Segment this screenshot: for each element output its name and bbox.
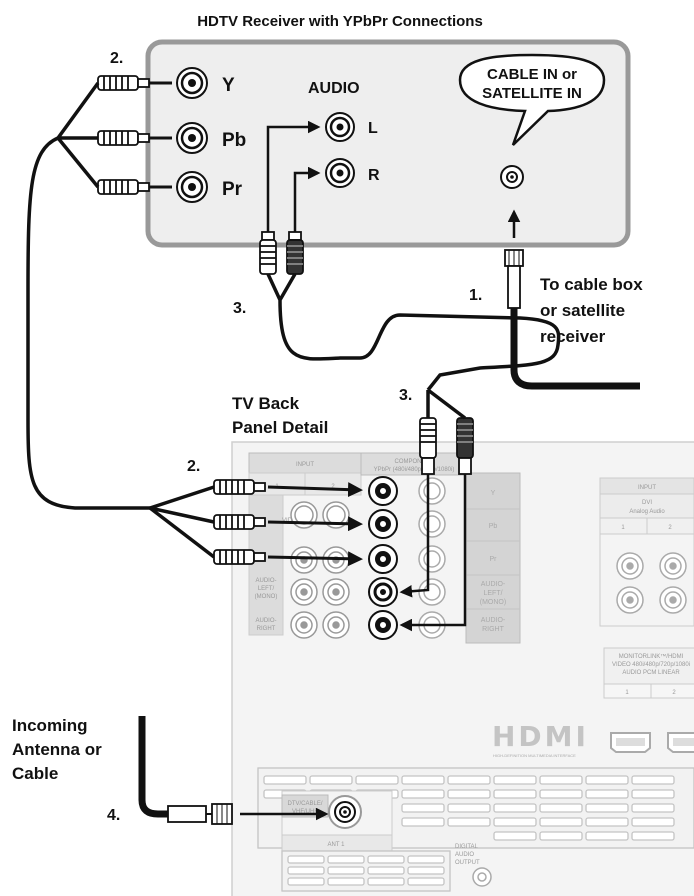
tv-panel-title-line2: Panel Detail	[232, 418, 328, 437]
receiver-label-r: R	[368, 167, 380, 184]
svg-text:LEFT/: LEFT/	[258, 586, 275, 592]
svg-text:INPUT: INPUT	[296, 462, 314, 468]
svg-text:ANT 1: ANT 1	[328, 842, 346, 848]
receiver-jack-audio-r	[325, 158, 355, 188]
step-2-top-label: 2.	[110, 50, 123, 67]
svg-text:Analog Audio: Analog Audio	[629, 509, 665, 515]
tv-composite-jacks	[290, 546, 350, 639]
tv-svideo-jacks	[290, 501, 350, 529]
audio-plugs-top	[259, 231, 304, 275]
svg-text:Pb: Pb	[489, 523, 498, 530]
component-plugs-bottom	[213, 479, 266, 565]
audio-cable-top	[266, 120, 321, 232]
svg-text:(MONO): (MONO)	[255, 594, 278, 600]
hdmi-logo-mark: HDMI	[492, 720, 589, 753]
svg-text:AUDIO-: AUDIO-	[481, 581, 506, 588]
antenna-text-line3: Cable	[12, 764, 58, 783]
receiver-jack-audio-l	[325, 112, 355, 142]
antenna-cable	[138, 716, 329, 825]
svg-text:INPUT: INPUT	[638, 485, 656, 491]
svg-text:(MONO): (MONO)	[480, 599, 506, 606]
cable-box-text-line2: or satellite	[540, 301, 625, 320]
component-cable	[26, 81, 216, 559]
svg-text:DVI: DVI	[642, 500, 652, 506]
svg-text:AUDIO: AUDIO	[455, 852, 474, 858]
svg-text:LEFT/: LEFT/	[483, 590, 502, 597]
receiver-label-pr: Pr	[222, 179, 243, 200]
receiver-jack-pb	[176, 122, 208, 154]
tv-component-jacks-1	[368, 476, 398, 640]
component-arrows-tv	[267, 482, 363, 567]
svg-text:AUDIO PCM LINEAR: AUDIO PCM LINEAR	[622, 670, 680, 676]
svg-text:OUTPUT: OUTPUT	[455, 860, 480, 866]
cable-in-text-line1: CABLE IN or	[487, 66, 577, 83]
cable-box-text-line3: receiver	[540, 327, 606, 346]
receiver-coax-input	[500, 165, 524, 189]
receiver-label-l: L	[368, 120, 378, 137]
step-4-label: 4.	[107, 807, 120, 824]
tv-component-subtitle: YPbPr (480i/480p/720p/1080i)	[374, 467, 455, 473]
svg-text:VIDEO 480i/480p/720p/1080i: VIDEO 480i/480p/720p/1080i	[612, 662, 690, 668]
audio-cable-split	[426, 388, 467, 420]
tv-monitorlink-label: MONITORLINK™/HDMI VIDEO 480i/480p/720p/1…	[603, 647, 694, 699]
svg-text:Y: Y	[491, 490, 496, 497]
coax-cable-receiver	[504, 209, 640, 390]
diagram-title: HDTV Receiver with YPbPr Connections	[197, 13, 483, 30]
step-3-bottom-label: 3.	[399, 387, 412, 404]
tv-panel-title-line1: TV Back	[232, 394, 300, 413]
svg-text:RIGHT: RIGHT	[482, 626, 505, 633]
audio-arrows-tv	[399, 474, 467, 632]
tv-component-title: COMPONENT	[395, 459, 434, 465]
svg-text:DTV/CABLE/: DTV/CABLE/	[287, 801, 322, 807]
cable-in-callout	[458, 53, 606, 146]
antenna-text-line1: Incoming	[12, 716, 88, 735]
svg-text:2: 2	[672, 690, 676, 696]
tv-antenna-input: DTV/CABLE/ VHF/UHF ANT 1	[281, 790, 393, 852]
tv-hdmi-ports	[610, 732, 694, 753]
svg-text:AUDIO-: AUDIO-	[256, 618, 277, 624]
step-2-bottom-label: 2.	[187, 458, 200, 475]
receiver-label-y: Y	[222, 75, 235, 96]
cable-box-text-line1: To cable box	[540, 275, 643, 294]
svg-text:2: 2	[331, 484, 335, 490]
svg-text:1: 1	[625, 690, 629, 696]
svg-text:DIGITAL: DIGITAL	[455, 844, 479, 850]
component-plugs-top	[97, 75, 172, 195]
tv-dvi-audio-jacks	[616, 552, 687, 614]
antenna-text-line2: Antenna or	[12, 740, 102, 759]
svg-text:VHF/UHF: VHF/UHF	[292, 809, 318, 815]
step-1-label: 1.	[469, 287, 482, 304]
cable-in-text-line2: SATELLITE IN	[482, 85, 582, 102]
svg-text:VIDEO: VIDEO	[282, 518, 301, 524]
tv-component-label-column: Y Pb Pr AUDIO- LEFT/ (MONO) AUDIO- RIGHT	[465, 472, 521, 644]
svg-text:1: 1	[621, 525, 625, 531]
receiver-jack-y	[176, 67, 208, 99]
svg-text:MONITORLINK™/HDMI: MONITORLINK™/HDMI	[619, 653, 684, 660]
tv-lower-vent	[281, 850, 451, 892]
svg-text:Pr: Pr	[490, 556, 498, 563]
audio-cable-middle	[266, 273, 561, 392]
svg-text:2: 2	[668, 525, 672, 531]
receiver-jack-pr	[176, 171, 208, 203]
svg-text:AUDIO-: AUDIO-	[256, 578, 277, 584]
svg-text:AUDIO-: AUDIO-	[481, 617, 506, 624]
svg-text:RIGHT: RIGHT	[257, 626, 276, 632]
tv-digital-audio-output: DIGITAL AUDIO OUTPUT	[455, 844, 492, 887]
receiver-audio-label: AUDIO	[308, 80, 360, 97]
receiver-label-pb: Pb	[222, 130, 246, 151]
hdmi-logo-tagline: HIGH-DEFINITION MULTIMEDIA INTERFACE	[493, 753, 576, 758]
tv-component-jacks-2	[418, 477, 446, 639]
step-3-top-label: 3.	[233, 300, 246, 317]
